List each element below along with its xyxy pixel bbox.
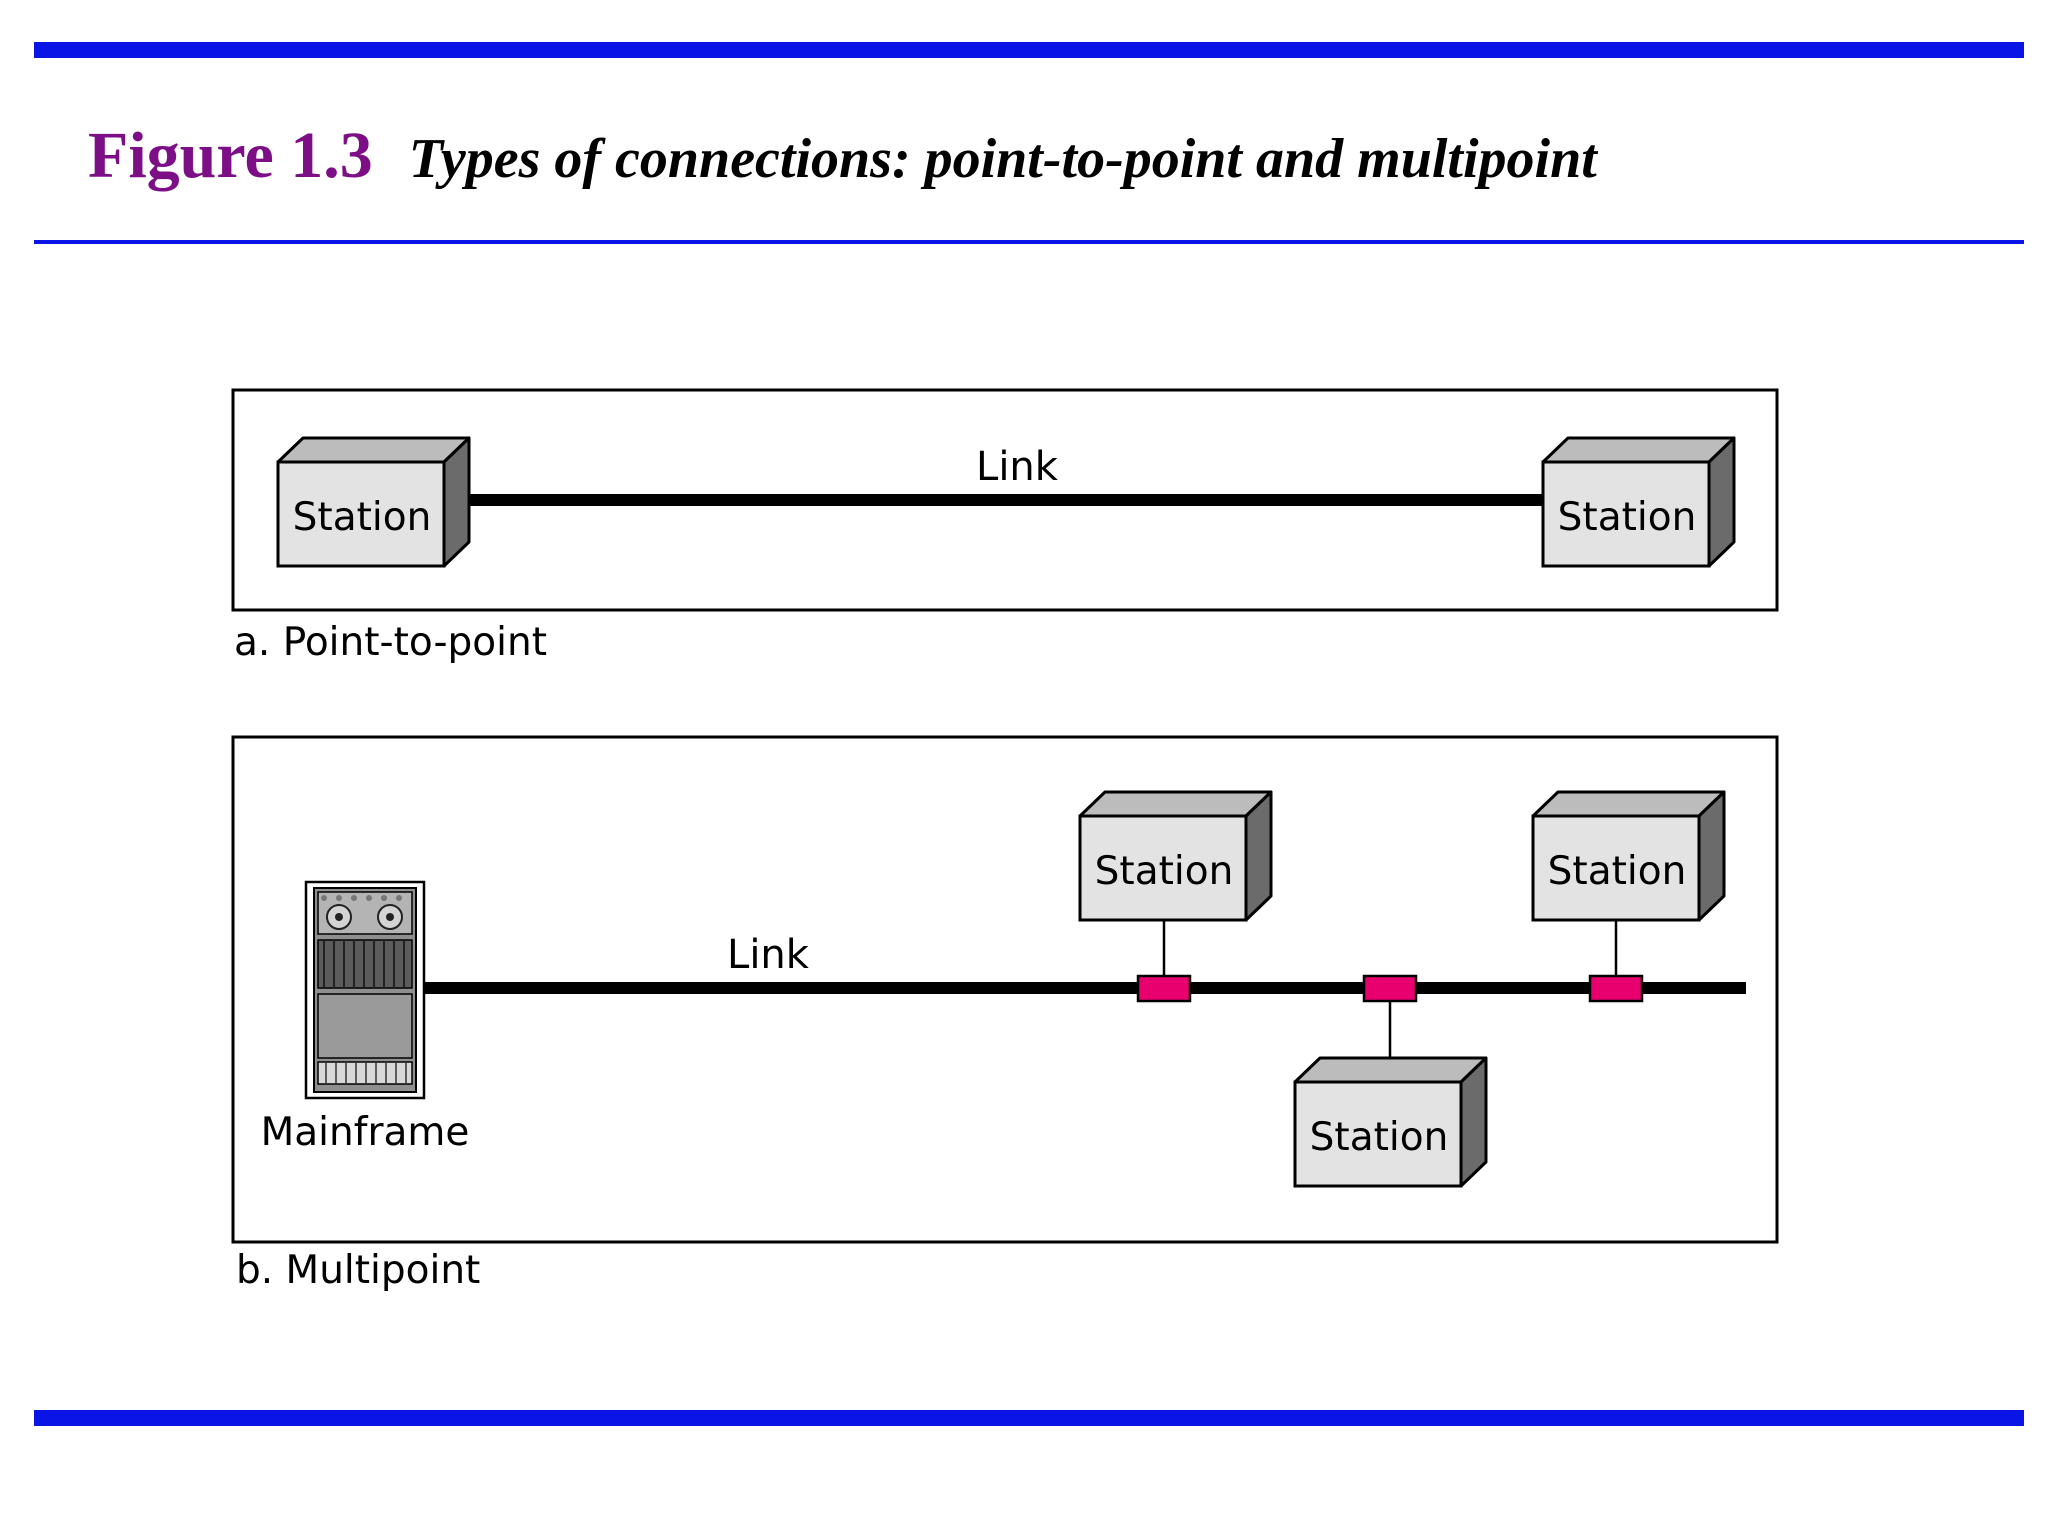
bottom-rule [34,1410,2024,1426]
station-label: Station [1548,849,1687,894]
figure-caption: Types of connections: point-to-point and… [408,128,1597,190]
mainframe-label: Mainframe [261,1110,470,1155]
link-tap-connector [1362,974,1418,1003]
station-label: Station [1095,849,1234,894]
point-to-point-caption: a. Point-to-point [234,620,547,665]
link-tap-connector [1136,974,1192,1003]
point-to-point-diagram: Link Station Station a. Point-to-point [231,388,1779,665]
title-rule [34,240,2024,244]
station-b-2: Station [1293,1056,1488,1188]
top-rule [34,42,2024,58]
station-label: Station [1310,1115,1449,1160]
station-label: Station [293,495,432,540]
station-a-left: Station [276,436,471,568]
link-tap-connector [1588,974,1644,1003]
multipoint-diagram: Mainframe Link Station Station S [231,735,1779,1293]
station-b-3: Station [1531,790,1726,922]
station-b-1: Station [1078,790,1273,922]
mainframe-icon [304,880,426,1100]
station-a-right: Station [1541,436,1736,568]
multipoint-link-label: Link [727,932,810,978]
figure-number: Figure 1.3 [88,119,373,192]
station-label: Station [1558,495,1697,540]
figure-title: Figure 1.3 Types of connections: point-to… [88,118,1597,194]
multipoint-caption: b. Multipoint [236,1248,480,1293]
point-to-point-link-label: Link [976,444,1059,490]
